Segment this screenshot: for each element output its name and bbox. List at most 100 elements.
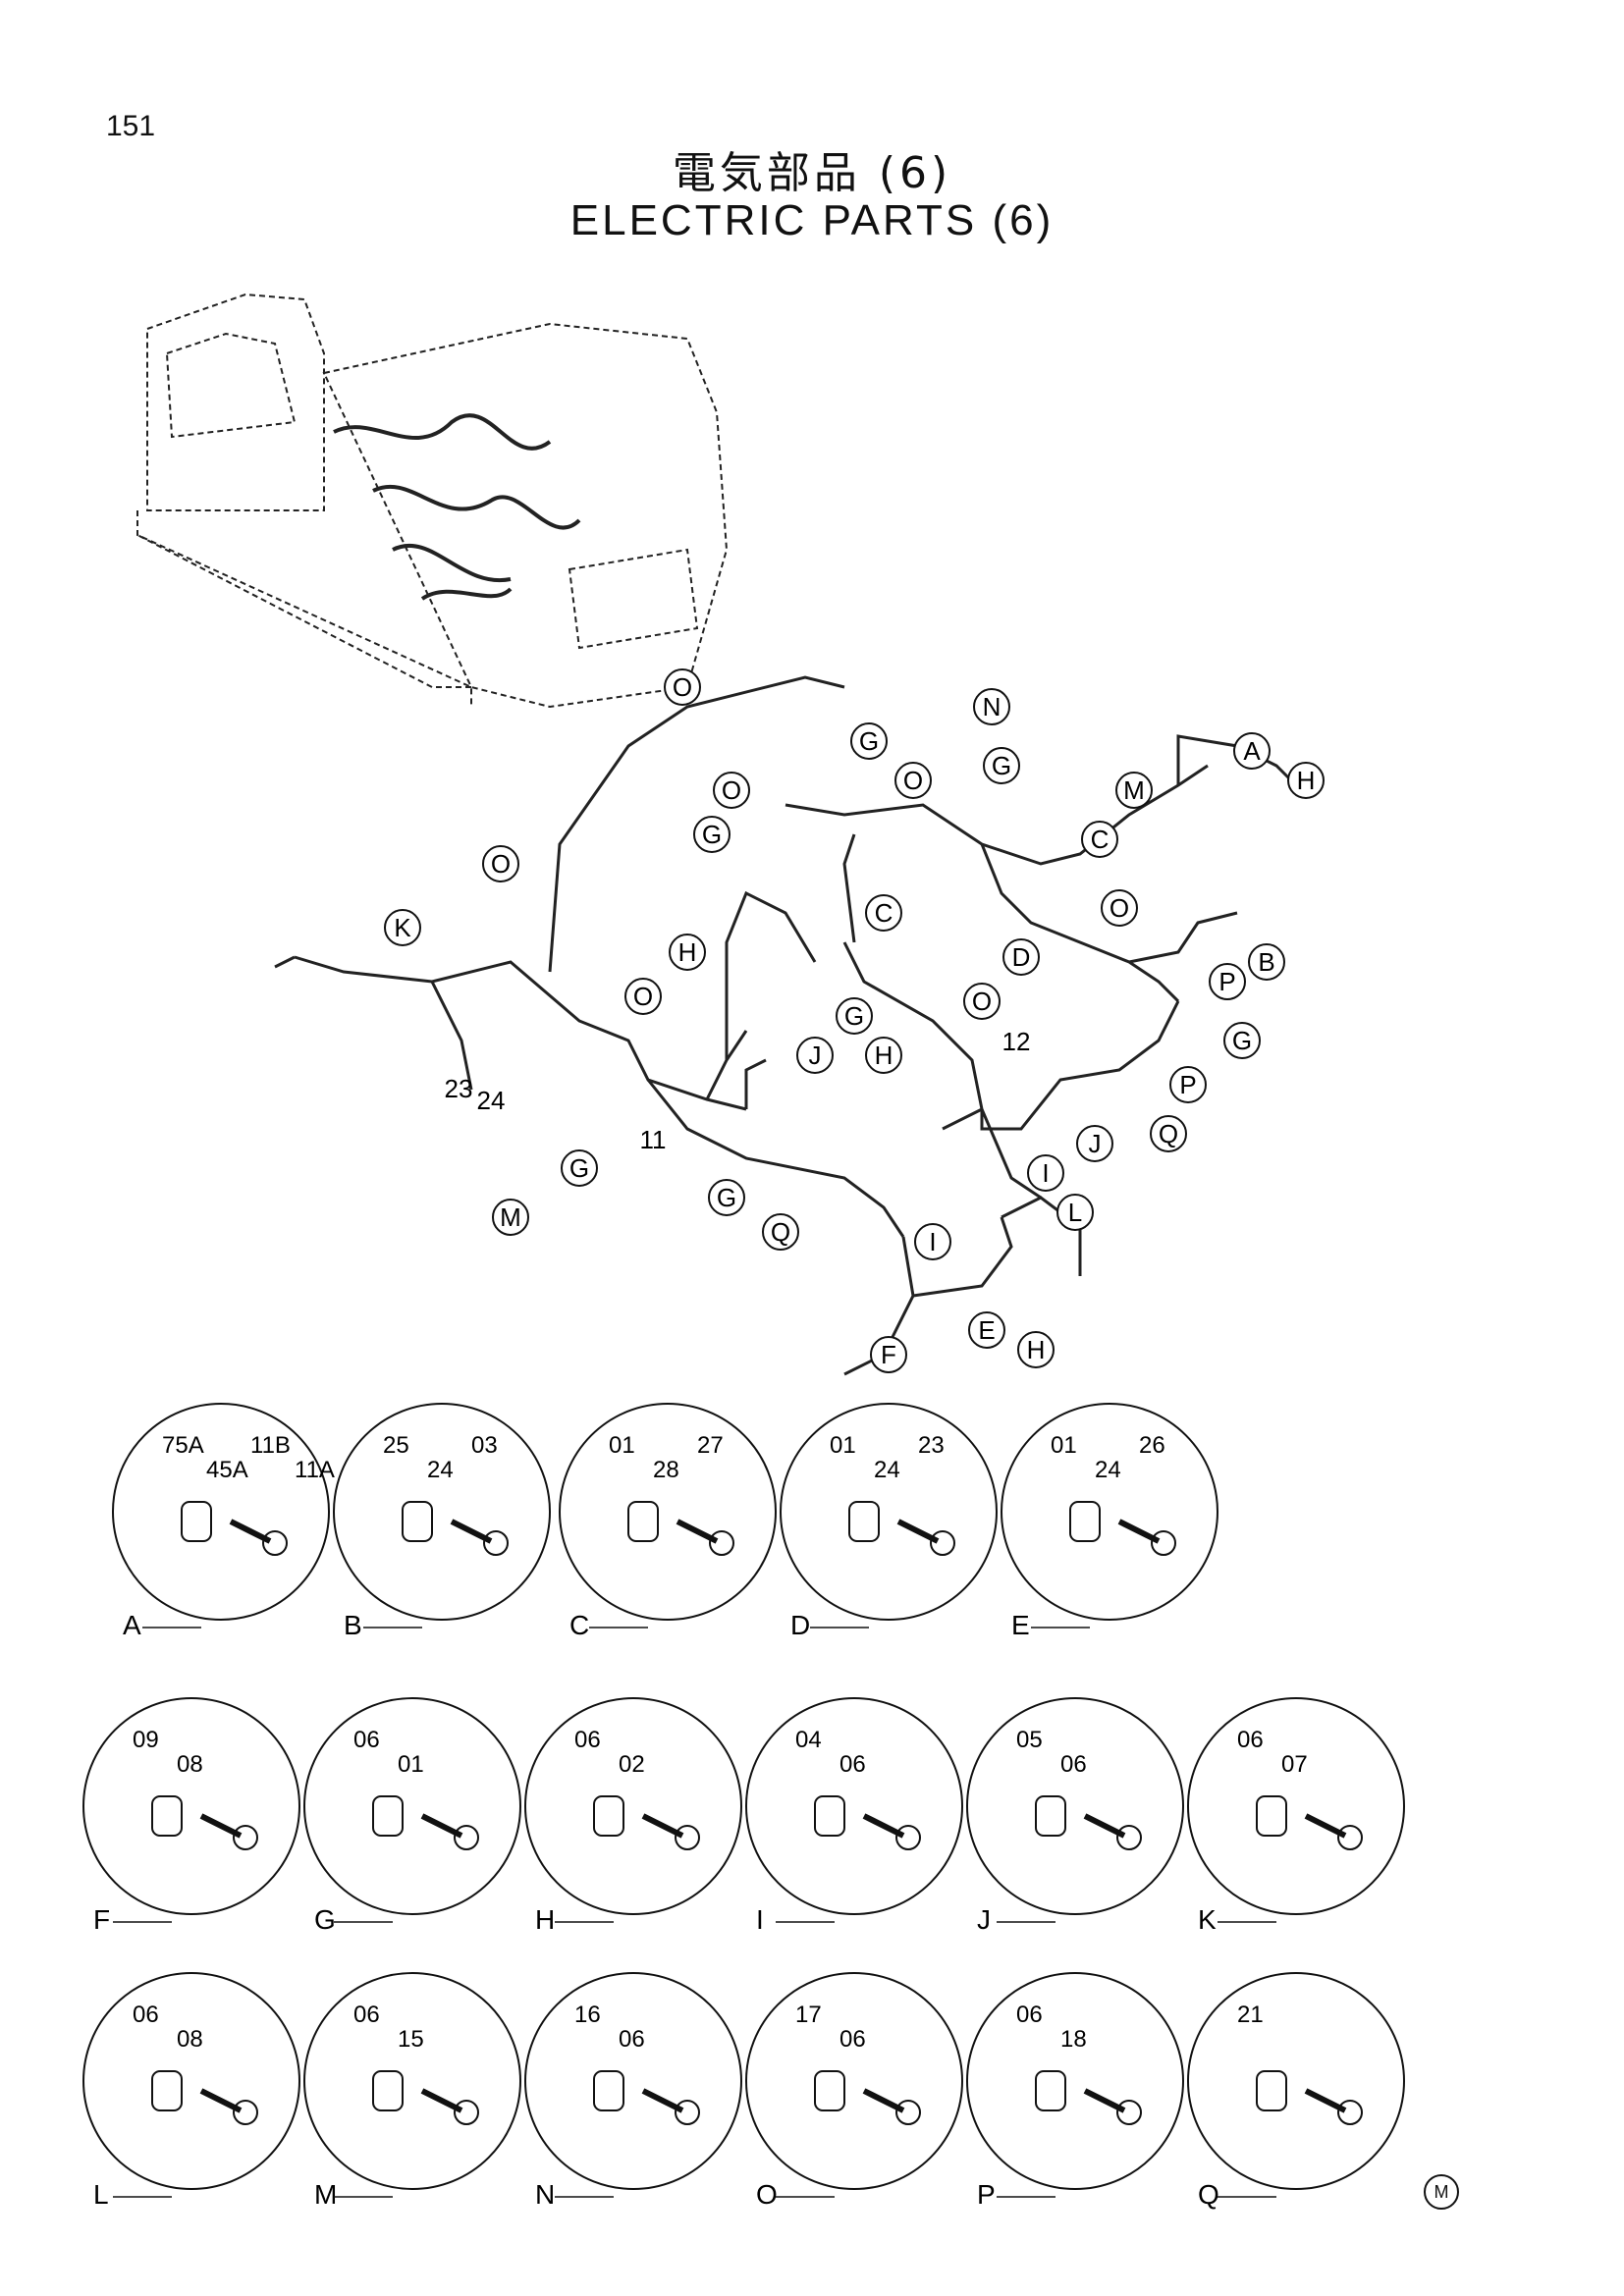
- svg-text:J: J: [1089, 1129, 1102, 1158]
- detail-part-number: 06: [574, 1727, 601, 1753]
- detail-part-number: 45A: [206, 1457, 248, 1483]
- callout-q: Q: [1150, 1115, 1187, 1152]
- callout-h: H: [1017, 1331, 1055, 1368]
- detail-part-number: 26: [1139, 1432, 1165, 1459]
- detail-letter: N: [535, 2179, 555, 2210]
- detail-part-number: 16: [574, 2002, 601, 2028]
- svg-text:O: O: [972, 987, 992, 1016]
- detail-letter: A: [123, 1610, 141, 1640]
- callout-h: H: [865, 1037, 902, 1074]
- detail-part-number: 24: [1095, 1457, 1121, 1483]
- svg-text:H: H: [678, 937, 697, 967]
- detail-part-number: 28: [653, 1457, 679, 1483]
- svg-text:Q: Q: [771, 1217, 790, 1247]
- callout-g: G: [983, 747, 1020, 784]
- detail-letter: K: [1198, 1904, 1217, 1935]
- detail-part-number: 06: [353, 1727, 380, 1753]
- detail-part-number: 08: [177, 1751, 203, 1778]
- callout-o: O: [1101, 889, 1138, 927]
- callout-o: O: [664, 668, 701, 706]
- callout-d: D: [1002, 938, 1040, 976]
- detail-part-number: 06: [1016, 2002, 1043, 2028]
- detail-part-number: 01: [609, 1432, 635, 1459]
- svg-text:O: O: [673, 672, 692, 702]
- detail-letter: I: [756, 1904, 764, 1935]
- excavator-illustration: [136, 293, 729, 709]
- detail-part-number: 06: [1237, 1727, 1264, 1753]
- svg-text:C: C: [875, 898, 893, 928]
- svg-text:I: I: [929, 1227, 936, 1256]
- part-number-12: 12: [1002, 1027, 1031, 1056]
- svg-text:O: O: [491, 849, 511, 879]
- detail-letter: B: [344, 1610, 362, 1640]
- svg-text:M: M: [500, 1202, 521, 1232]
- svg-text:A: A: [1243, 736, 1261, 766]
- detail-part-number: 01: [398, 1751, 424, 1778]
- detail-part-number: 03: [471, 1432, 498, 1459]
- svg-text:H: H: [1027, 1335, 1046, 1364]
- svg-text:J: J: [809, 1041, 822, 1070]
- detail-part-number: 06: [839, 2026, 866, 2053]
- callout-e: E: [968, 1311, 1005, 1349]
- detail-part-number: 11A: [295, 1457, 335, 1483]
- detail-part-number: 05: [1016, 1727, 1043, 1753]
- callout-m: M: [492, 1199, 529, 1236]
- detail-part-number: 17: [795, 2002, 822, 2028]
- callout-f: F: [870, 1336, 907, 1373]
- detail-letter: O: [756, 2179, 778, 2210]
- svg-text:L: L: [1068, 1198, 1082, 1227]
- detail-part-number: 25: [383, 1432, 409, 1459]
- svg-text:O: O: [1110, 893, 1129, 923]
- detail-letter: F: [93, 1904, 110, 1935]
- callout-b: B: [1248, 943, 1285, 981]
- detail-part-number: 75A: [162, 1432, 204, 1459]
- detail-part-number: 15: [398, 2026, 424, 2053]
- callout-a: A: [1233, 732, 1271, 770]
- svg-text:E: E: [978, 1315, 995, 1345]
- detail-letter: H: [535, 1904, 555, 1935]
- detail-part-number: 11B: [250, 1432, 291, 1459]
- page-title-jp: 電気部品 (6): [672, 148, 952, 198]
- svg-text:G: G: [859, 726, 879, 756]
- detail-e: E 01 24 26: [1001, 1403, 1218, 1640]
- callout-j: J: [1076, 1125, 1113, 1162]
- svg-text:N: N: [983, 692, 1001, 721]
- svg-text:M: M: [1123, 775, 1145, 805]
- detail-circles: A75A45A11B11AB252403C012827D012423E01242…: [82, 1403, 1405, 2210]
- detail-letter: J: [977, 1904, 991, 1935]
- part-number-11: 11: [640, 1125, 667, 1154]
- detail-letter: L: [93, 2179, 109, 2210]
- callout-i: I: [914, 1223, 951, 1260]
- detail-part-number: 18: [1060, 2026, 1087, 2053]
- detail-part-number: 01: [1051, 1432, 1077, 1459]
- callout-h: H: [1287, 762, 1325, 799]
- detail-part-number: 27: [697, 1432, 724, 1459]
- detail-part-number: 02: [619, 1751, 645, 1778]
- svg-text:B: B: [1258, 947, 1274, 977]
- detail-part-number: 08: [177, 2026, 203, 2053]
- detail-letter: Q: [1198, 2179, 1219, 2210]
- detail-part-number: 06: [133, 2002, 159, 2028]
- detail-l: L 06 08: [82, 1972, 300, 2210]
- callout-g: G: [1223, 1022, 1261, 1059]
- callout-g: G: [693, 816, 731, 853]
- callout-p: P: [1209, 963, 1246, 1000]
- svg-text:I: I: [1042, 1158, 1049, 1188]
- detail-part-number: 23: [918, 1432, 945, 1459]
- callout-n: N: [973, 688, 1010, 725]
- callout-g: G: [561, 1149, 598, 1187]
- detail-part-number: 06: [839, 1751, 866, 1778]
- detail-part-number: 09: [133, 1727, 159, 1753]
- svg-text:O: O: [633, 982, 653, 1011]
- callout-c: C: [865, 894, 902, 932]
- detail-letter: E: [1011, 1610, 1030, 1640]
- page-number: 151: [106, 110, 156, 142]
- detail-part-number: 06: [1060, 1751, 1087, 1778]
- callout-q: Q: [762, 1213, 799, 1251]
